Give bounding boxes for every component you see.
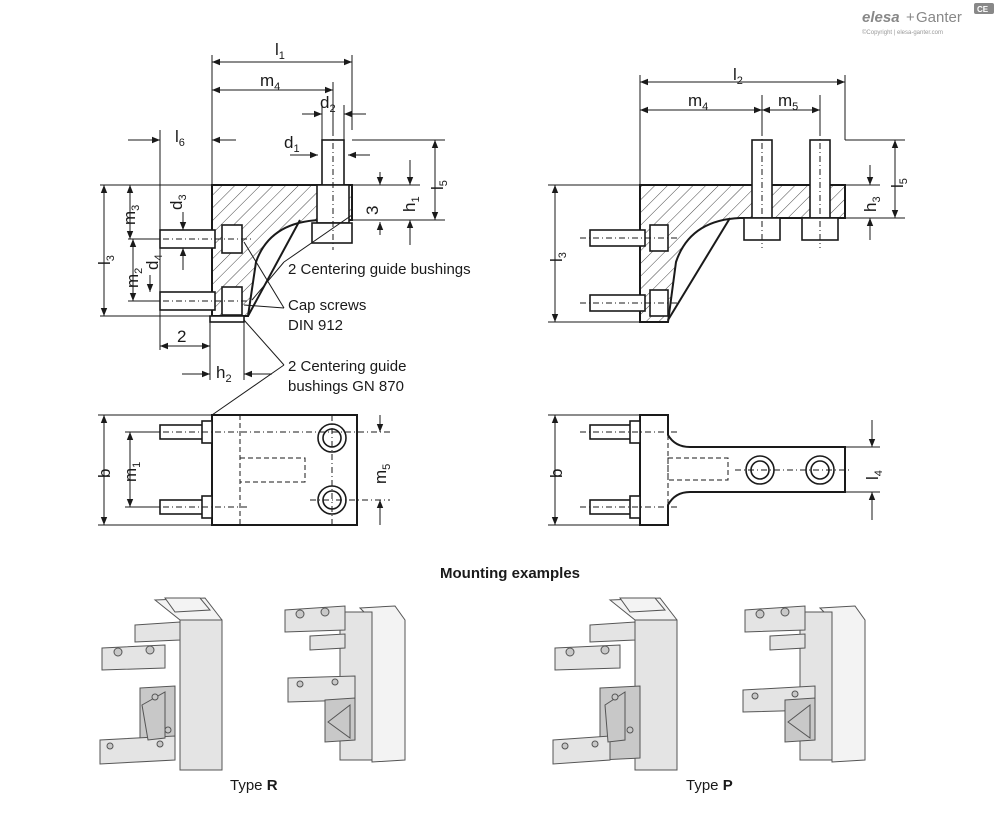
dim-m3: m3	[120, 205, 142, 225]
brand-logo: elesa + Ganter CE ©Copyright | elesa-gan…	[862, 3, 994, 36]
mounting-examples-heading: Mounting examples	[440, 565, 580, 582]
dim-2: 2	[177, 327, 186, 346]
dim-b-right: b	[547, 469, 566, 478]
left-top-view: b m1 m5	[95, 414, 393, 526]
dim-m5-right: m5	[778, 91, 798, 113]
mounting-r-example-2	[284, 605, 406, 763]
dim-l3: l3	[95, 255, 117, 265]
note-gn870-line1: 2 Centering guide	[288, 358, 406, 375]
dim-b-left: b	[95, 469, 114, 478]
dim-l1: l1	[275, 40, 285, 62]
dim-m4: m4	[260, 71, 280, 93]
mounting-p-example-2	[742, 605, 866, 763]
left-section-view: l1 m4 d2 d1 l6 l5 h1 3 m3 d3 l	[95, 40, 471, 416]
dim-l4: l4	[863, 470, 885, 480]
logo-copyright: ©Copyright | elesa-ganter.com	[862, 29, 943, 36]
note-gn870-line2: bushings GN 870	[288, 378, 404, 395]
note-centering-bushings: 2 Centering guide bushings	[288, 261, 471, 278]
dim-h1: h1	[400, 196, 422, 212]
type-p-caption: Type P	[686, 777, 733, 794]
right-bracket-body	[639, 184, 846, 323]
bottom-bushing	[209, 315, 245, 323]
type-r-caption: Type R	[230, 777, 278, 794]
dim-m5-top: m5	[371, 464, 393, 484]
note-din912: DIN 912	[288, 317, 343, 334]
dim-l5: l5	[428, 180, 450, 190]
dim-m4-right: m4	[688, 91, 708, 113]
mounting-p-example-1	[552, 597, 678, 771]
dim-d2: d2	[320, 93, 336, 115]
note-cap-screws: Cap screws	[288, 297, 366, 314]
bushing-flange	[311, 222, 353, 244]
dim-m2: m2	[123, 268, 145, 288]
dim-l2: l2	[733, 65, 743, 87]
logo-plus: +	[906, 9, 915, 26]
ce-badge	[974, 3, 994, 14]
rib-line	[247, 219, 301, 317]
mounting-r-example-1	[99, 597, 223, 771]
dim-d4: d4	[143, 254, 165, 270]
dim-d1: d1	[284, 133, 300, 155]
dim-m1: m1	[121, 462, 143, 482]
dim-l3-right: l3	[547, 252, 569, 262]
logo-elesa: elesa	[862, 9, 900, 26]
dim-d3: d3	[167, 194, 189, 210]
dim-h3: h3	[861, 196, 883, 212]
ce-badge-text: CE	[977, 5, 989, 14]
dim-3: 3	[363, 206, 382, 215]
dim-l6: l6	[175, 127, 185, 149]
logo-ganter: Ganter	[916, 9, 962, 26]
dim-h2: h2	[216, 363, 232, 385]
dim-l5-right: l5	[888, 178, 910, 188]
right-section-view: l2 m4 m5 h3 l5 l3	[547, 65, 910, 323]
right-top-view: b l4	[547, 414, 885, 526]
